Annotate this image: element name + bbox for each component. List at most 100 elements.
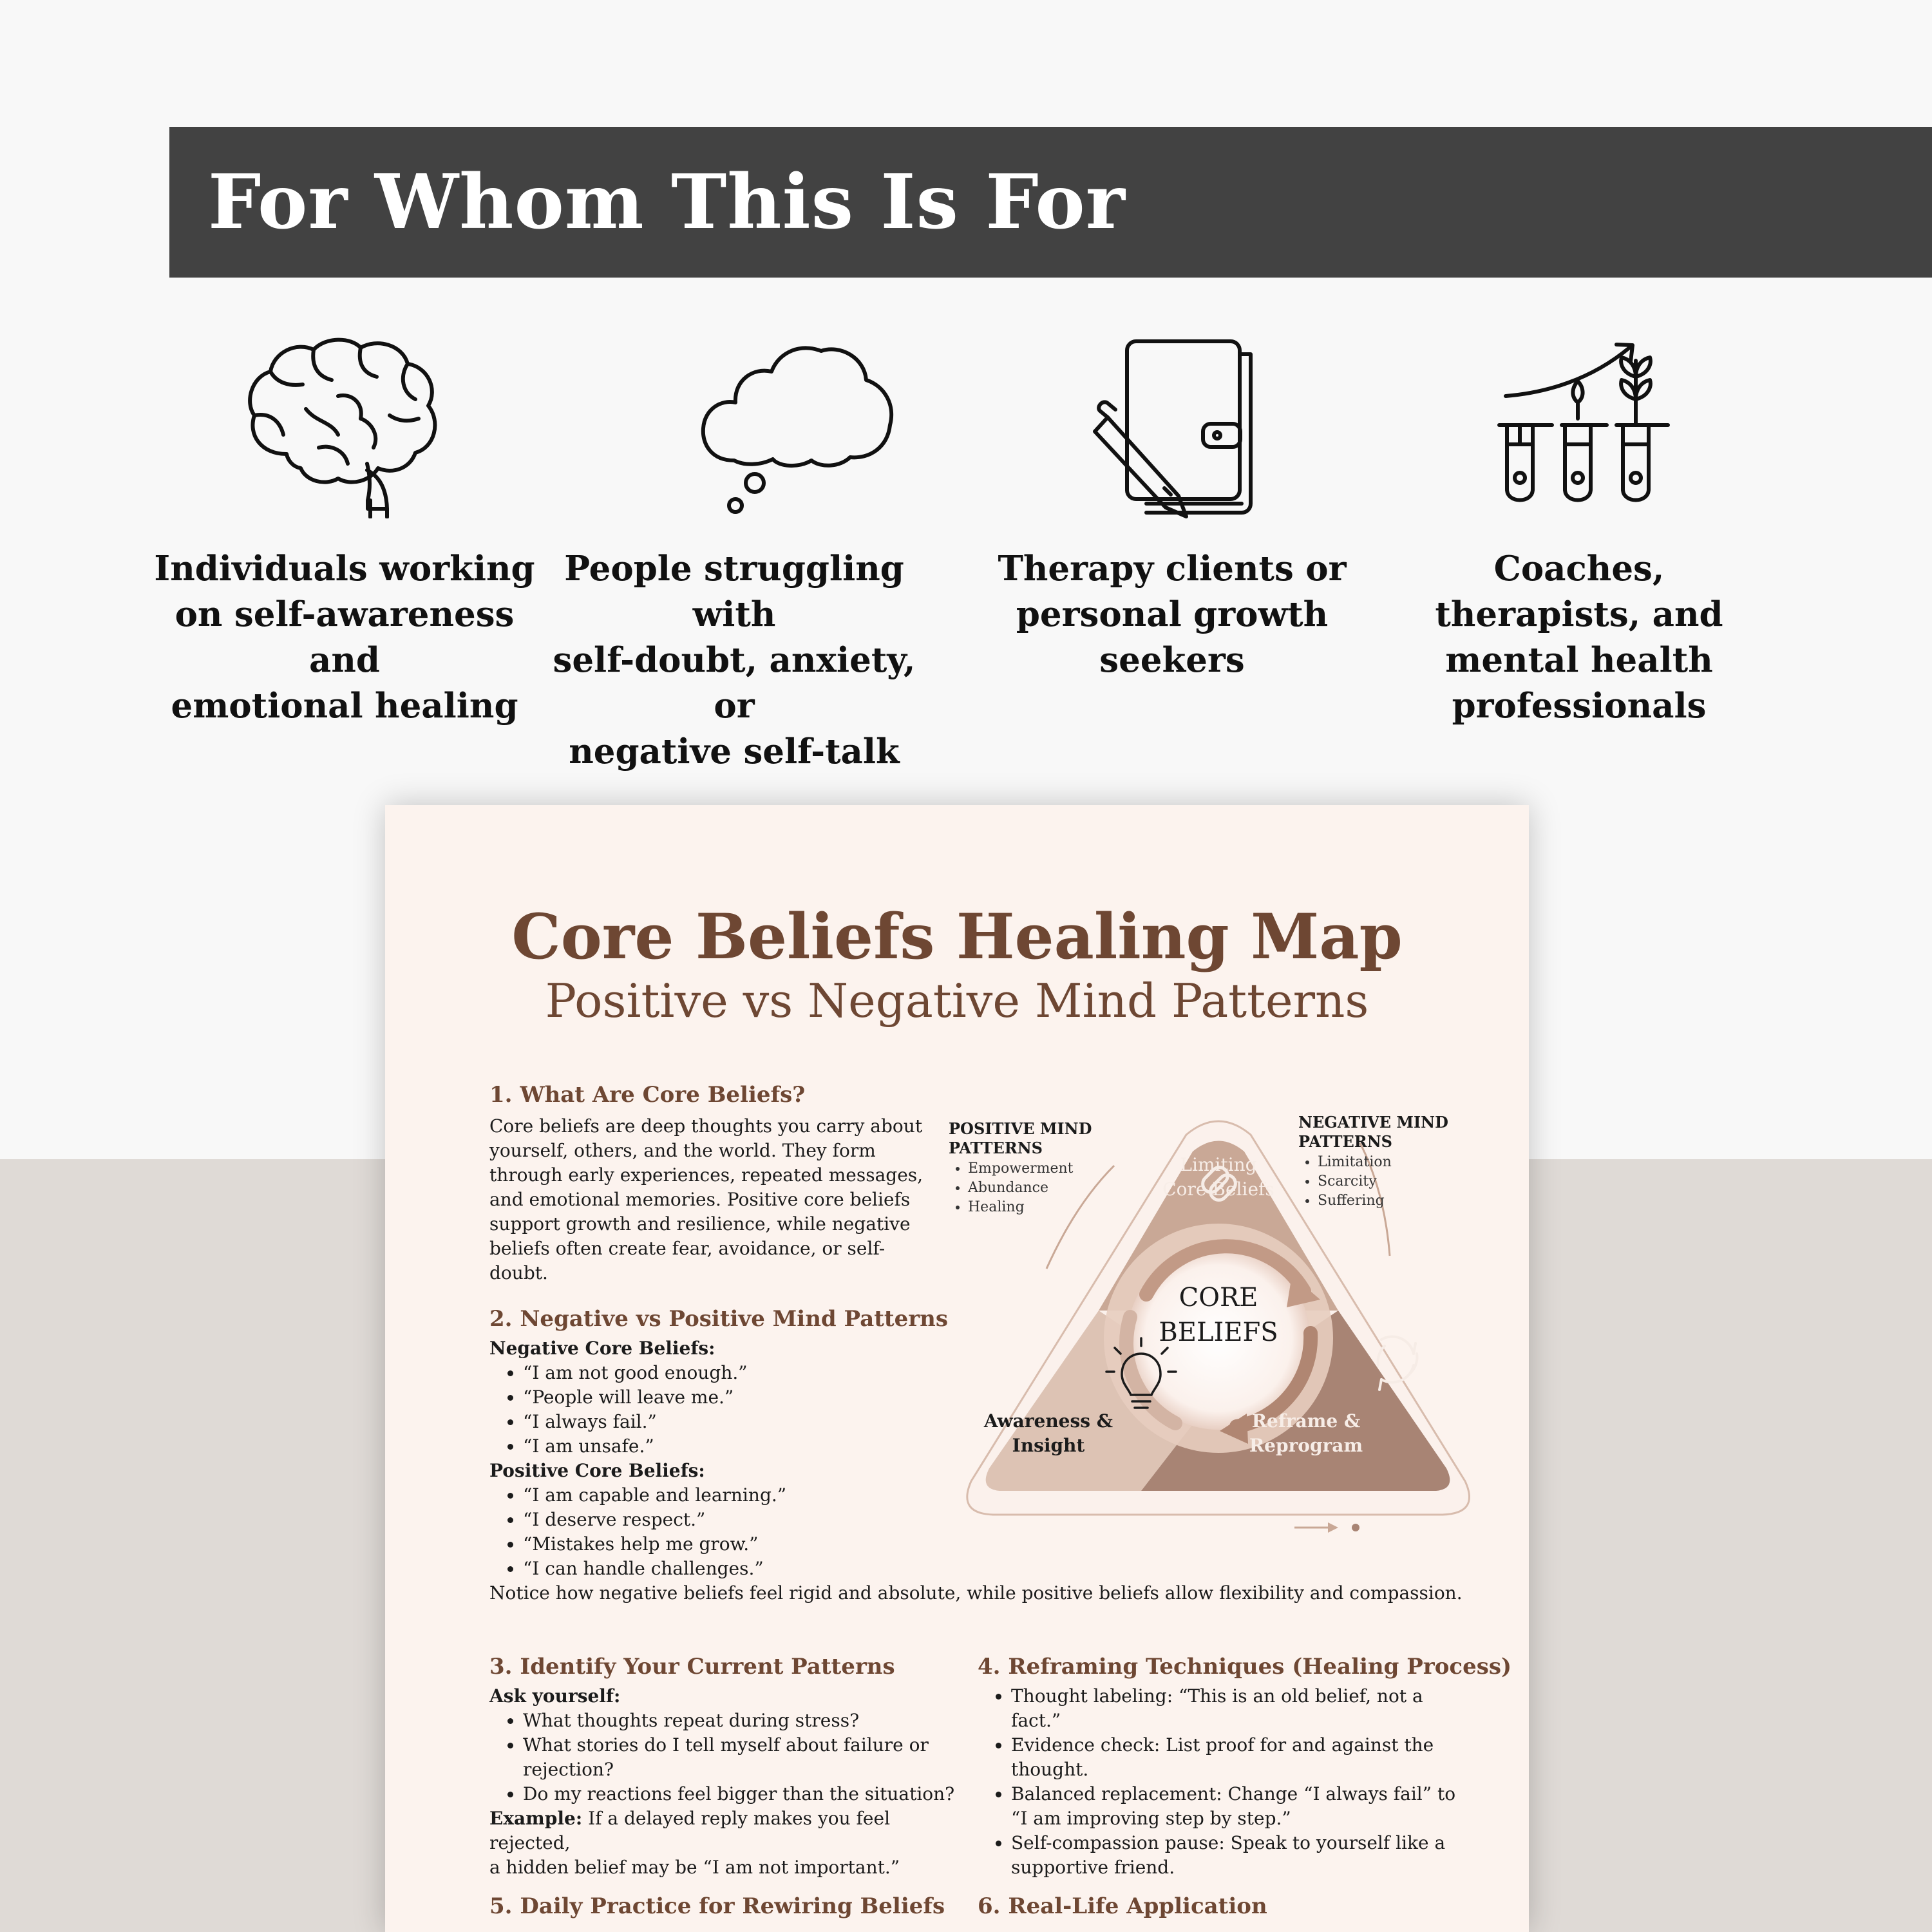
- identify-example: Example: If a delayed reply makes you fe…: [489, 1806, 966, 1880]
- list-item: Scarcity: [1318, 1172, 1392, 1191]
- section-heading-daily-practice: 5. Daily Practice for Rewiring Beliefs: [489, 1893, 945, 1919]
- label-line: emotional healing: [171, 686, 518, 726]
- list-item: Evidence check: List proof for and again…: [1011, 1733, 1455, 1782]
- label-line: Awareness &: [983, 1410, 1113, 1432]
- label-line: Limiting: [1180, 1154, 1257, 1175]
- heading-line: PATTERNS: [1298, 1132, 1392, 1151]
- text-line: Core beliefs are deep thoughts you carry…: [489, 1115, 923, 1137]
- diagram-bottom-dot: [1352, 1524, 1359, 1531]
- label-line: BELIEFS: [1159, 1318, 1278, 1347]
- negative-beliefs-list: “I am not good enough.” “People will lea…: [489, 1361, 748, 1459]
- label-line: CORE: [1179, 1283, 1258, 1312]
- cycle-arrow-right: [1229, 1326, 1318, 1434]
- text-line: doubt.: [489, 1262, 548, 1283]
- list-item: Limitation: [1318, 1153, 1392, 1172]
- list-item: Suffering: [1318, 1191, 1392, 1211]
- diagram-bottom-arrow-head: [1328, 1522, 1338, 1533]
- lightbulb-icon: [1105, 1337, 1177, 1409]
- cycle-arrow-left: [1119, 1310, 1182, 1430]
- section-1-paragraph: Core beliefs are deep thoughts you carry…: [489, 1114, 927, 1285]
- list-item: What stories do I tell myself about fail…: [523, 1733, 954, 1782]
- list-item: “I am capable and learning.”: [523, 1483, 786, 1508]
- thought-cloud-icon: [696, 332, 902, 518]
- section-heading-reframing-techniques: 4. Reframing Techniques (Healing Process…: [978, 1654, 1512, 1680]
- banner-title: For Whom This Is For: [208, 158, 1126, 246]
- section-heading-real-life-application: 6. Real-Life Application: [978, 1893, 1267, 1919]
- text-line: yourself, others, and the world. They fo…: [489, 1140, 876, 1161]
- brain-icon: [242, 332, 448, 518]
- list-item-line: What stories do I tell myself about fail…: [523, 1734, 929, 1756]
- negative-mind-patterns-heading: NEGATIVE MIND PATTERNS: [1298, 1113, 1448, 1151]
- list-item: “I deserve respect.”: [523, 1508, 786, 1532]
- example-line: Example: If a delayed reply makes you fe…: [489, 1806, 966, 1855]
- label-line: seekers: [1099, 640, 1245, 680]
- label-line: People struggling with: [564, 549, 904, 634]
- list-item-line: “I am improving step by step.”: [1011, 1808, 1291, 1829]
- list-item-line: Do my reactions feel bigger than the sit…: [523, 1783, 955, 1804]
- label-line: on self-awareness and: [175, 594, 515, 680]
- list-item: “People will leave me.”: [523, 1385, 748, 1410]
- audience-label-professionals: Coaches, therapists, and mental health p…: [1386, 546, 1772, 729]
- audience-label-therapy-clients: Therapy clients or personal growth seeke…: [979, 546, 1365, 683]
- journal-pen-icon: [1088, 335, 1262, 522]
- text-line: through early experiences, repeated mess…: [489, 1164, 923, 1186]
- positive-core-beliefs-label: Positive Core Beliefs:: [489, 1460, 705, 1481]
- positive-beliefs-list: “I am capable and learning.” “I deserve …: [489, 1483, 786, 1581]
- growth-test-tubes-icon: [1494, 328, 1674, 509]
- list-item: What thoughts repeat during stress?: [523, 1709, 954, 1733]
- list-item-line: supportive friend.: [1011, 1857, 1175, 1878]
- list-item: Healing: [968, 1198, 1074, 1217]
- label-line: professionals: [1452, 686, 1707, 726]
- label-line: Coaches,: [1493, 549, 1665, 589]
- cycle-arrow-top: [1139, 1239, 1311, 1302]
- ask-yourself-label: Ask yourself:: [489, 1685, 621, 1707]
- identify-questions-list: What thoughts repeat during stress? What…: [489, 1709, 954, 1806]
- label-line: Insight: [1012, 1435, 1085, 1456]
- reframe-reprogram-label: Reframe & Reprogram: [1209, 1409, 1403, 1458]
- core-beliefs-diagram: [934, 1063, 1520, 1539]
- list-item-line: What thoughts repeat during stress?: [523, 1710, 860, 1731]
- heading-line: NEGATIVE MIND: [1298, 1113, 1448, 1132]
- link-icon: [1201, 1166, 1237, 1202]
- cycle-arrow-top-head: [1287, 1275, 1320, 1307]
- list-item: “Mistakes help me grow.”: [523, 1532, 786, 1557]
- list-item-line: rejection?: [523, 1759, 614, 1780]
- label-line: self-doubt, anxiety, or: [553, 640, 916, 726]
- document-title: Core Beliefs Healing Map: [511, 900, 1403, 973]
- section-heading-what-are-core-beliefs: 1. What Are Core Beliefs?: [489, 1082, 806, 1108]
- label-line: Core Beliefs: [1162, 1179, 1274, 1200]
- core-beliefs-center-label: CORE BELIEFS: [1122, 1280, 1315, 1350]
- awareness-insight-label: Awareness & Insight: [952, 1409, 1145, 1458]
- list-item: Abundance: [968, 1179, 1074, 1198]
- list-item-line: fact.”: [1011, 1710, 1061, 1731]
- cycle-arrow-right-head: [1220, 1414, 1248, 1444]
- text-line: and emotional memories. Positive core be…: [489, 1189, 911, 1210]
- diagram-arrow-negative: [1359, 1142, 1391, 1256]
- list-item-line: Balanced replacement: Change “I always f…: [1011, 1783, 1456, 1804]
- label-line: personal growth: [1016, 594, 1329, 634]
- section-heading-identify-patterns: 3. Identify Your Current Patterns: [489, 1654, 895, 1680]
- list-item: Self-compassion pause: Speak to yourself…: [1011, 1831, 1455, 1880]
- label-line: therapists, and: [1435, 594, 1723, 634]
- diagram-arrow-positive: [1045, 1164, 1115, 1269]
- label-line: mental health: [1445, 640, 1713, 680]
- list-item: Empowerment: [968, 1159, 1074, 1179]
- label-line: Reframe &: [1251, 1410, 1361, 1432]
- text-line: beliefs often create fear, avoidance, or…: [489, 1238, 886, 1259]
- example-text: If a delayed reply makes you feel reject…: [489, 1808, 891, 1853]
- list-item-line: Evidence check: List proof for and again…: [1011, 1734, 1434, 1756]
- example-line: a hidden belief may be “I am not importa…: [489, 1857, 900, 1878]
- list-item: Do my reactions feel bigger than the sit…: [523, 1782, 954, 1806]
- label-line: negative self-talk: [569, 732, 900, 772]
- list-item: Balanced replacement: Change “I always f…: [1011, 1782, 1455, 1831]
- negative-mind-patterns-list: Limitation Scarcity Suffering: [1300, 1153, 1392, 1211]
- limiting-core-beliefs-label: Limiting Core Beliefs: [1122, 1153, 1315, 1202]
- negative-core-beliefs-label: Negative Core Beliefs:: [489, 1338, 715, 1359]
- audience-label-individuals: Individuals working on self-awareness an…: [151, 546, 538, 729]
- text-line: support growth and resilience, while neg…: [489, 1213, 911, 1235]
- section-2-note: Notice how negative beliefs feel rigid a…: [489, 1582, 1463, 1604]
- list-item-line: Self-compassion pause: Speak to yourself…: [1011, 1832, 1446, 1853]
- header-banner: For Whom This Is For: [169, 127, 1932, 278]
- list-item: Thought labeling: “This is an old belief…: [1011, 1684, 1455, 1733]
- list-item-line: thought.: [1011, 1759, 1089, 1780]
